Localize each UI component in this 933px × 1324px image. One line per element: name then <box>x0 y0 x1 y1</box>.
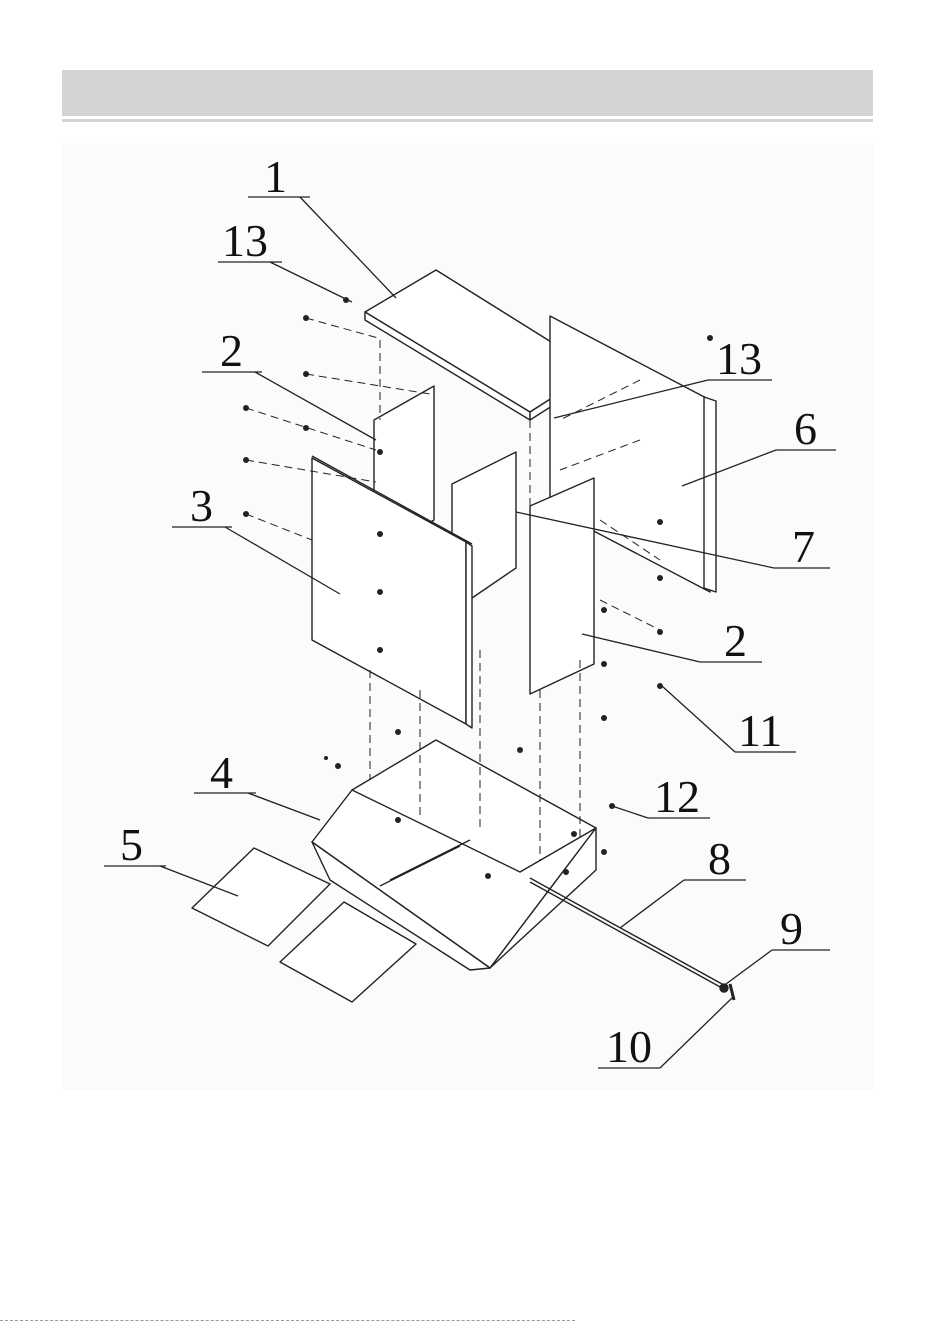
callout-4: 4 <box>210 747 233 798</box>
callout-1: 1 <box>264 151 287 202</box>
callout-8: 8 <box>708 833 731 884</box>
callout-3: 3 <box>190 480 213 531</box>
callout-12: 12 <box>654 771 700 822</box>
callout-2-left: 2 <box>220 325 243 376</box>
callout-6: 6 <box>794 403 817 454</box>
footer-divider <box>0 1320 575 1322</box>
part-side-panel-right <box>530 478 594 694</box>
callout-10: 10 <box>606 1021 652 1072</box>
callout-2-right: 2 <box>724 615 747 666</box>
callout-9: 9 <box>780 903 803 954</box>
callout-7: 7 <box>792 521 815 572</box>
callout-5: 5 <box>120 819 143 870</box>
callout-13-top-right: 13 <box>716 333 762 384</box>
part-shelf-left <box>192 848 330 946</box>
callout-13-top-left: 13 <box>222 215 268 266</box>
callout-11: 11 <box>738 705 782 756</box>
